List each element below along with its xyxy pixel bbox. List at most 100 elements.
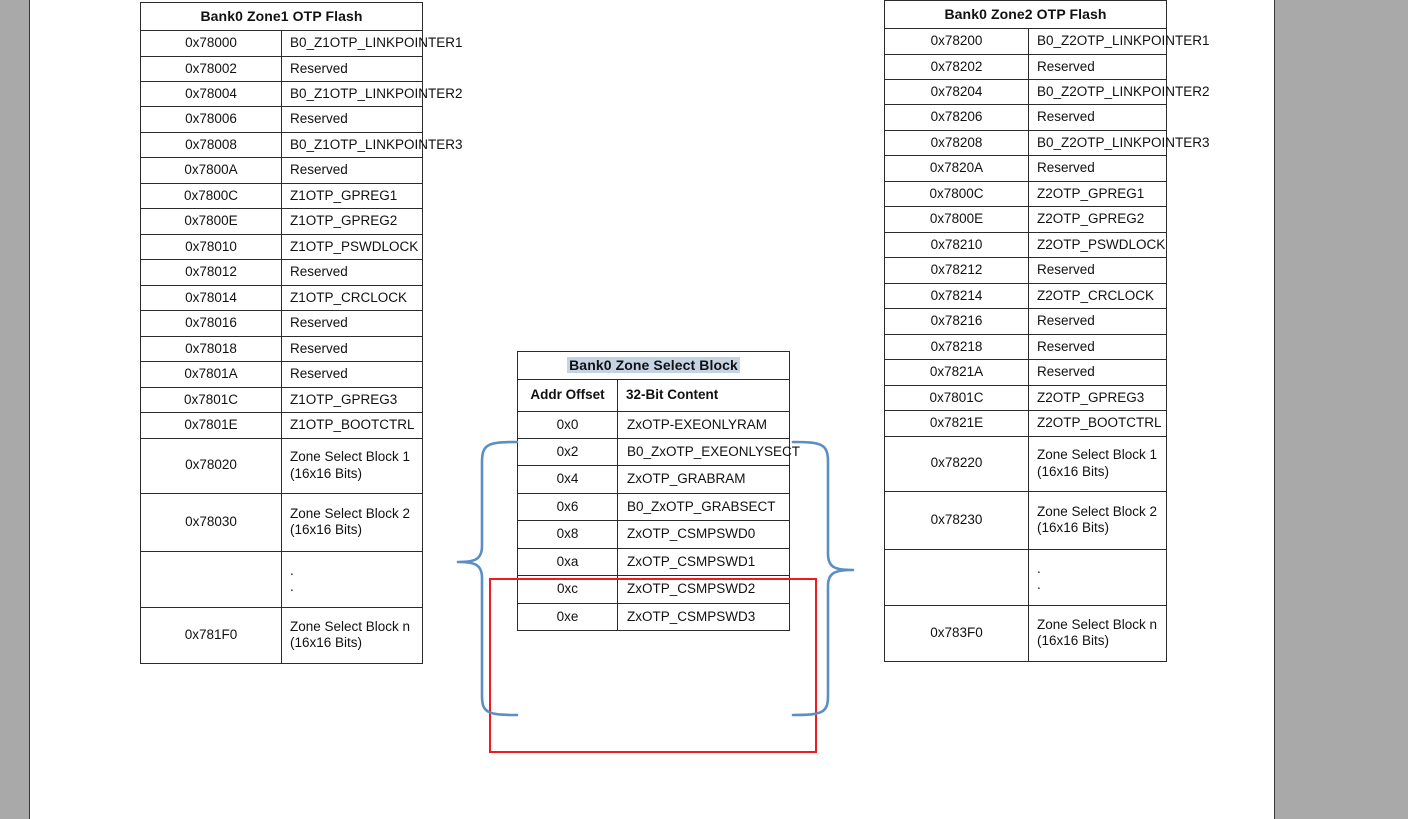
content-cell: Reserved [280, 335, 424, 363]
address-cell: 0x78018 [140, 335, 282, 363]
content-cell: Reserved [280, 157, 424, 184]
content-cell: Reserved [280, 361, 424, 388]
right-curly-brace-connector [791, 440, 855, 717]
center-table-title: Bank0 Zone Select Block [517, 350, 790, 381]
content-cell: B0_Z1OTP_LINKPOINTER2 [280, 81, 463, 108]
address-cell: 0x78204 [884, 79, 1029, 106]
address-cell: 0x78006 [140, 106, 282, 133]
bank0-zone-select-block-table: Bank0 Zone Select Block Addr Offset 32-B… [517, 350, 800, 632]
content-cell: Z1OTP_GPREG2 [280, 208, 424, 235]
address-cell: 0x78000 [140, 30, 282, 57]
table-row: 0x78216 Reserved [884, 308, 1168, 335]
table-row: 0x7800E Z2OTP_GPREG2 [884, 206, 1168, 233]
address-cell: 0x7800E [884, 206, 1029, 233]
address-cell: 0x78214 [884, 282, 1029, 310]
table-title-row: Bank0 Zone Select Block [517, 350, 790, 381]
content-cell: Reserved [1027, 333, 1168, 361]
left-curly-brace-connector [456, 440, 519, 717]
content-cell: Z2OTP_GPREG1 [1027, 180, 1168, 208]
table-row: 0xa ZxOTP_CSMPSWD1 [517, 547, 790, 577]
table-row: 0xc ZxOTP_CSMPSWD2 [517, 575, 790, 604]
table-row: 0x78230 Zone Select Block 2 (16x16 Bits) [884, 490, 1168, 550]
table-row: 0x78220 Zone Select Block 1 (16x16 Bits) [884, 435, 1168, 492]
content-cell: Z2OTP_GPREG2 [1027, 206, 1168, 233]
address-cell: 0x7800C [884, 180, 1029, 208]
content-cell: Reserved [1027, 257, 1168, 284]
address-cell: 0x7800C [140, 182, 282, 210]
table-row: 0x78212 Reserved [884, 257, 1168, 284]
address-cell: 0x78202 [884, 53, 1029, 81]
address-cell: 0x78208 [884, 129, 1029, 157]
table-row: 0x78202 Reserved [884, 53, 1168, 81]
table-row: 0x78012 Reserved [140, 259, 424, 286]
offset-cell: 0xe [517, 602, 618, 632]
content-cell: Zone Select Block 1 (16x16 Bits) [280, 437, 424, 494]
address-cell: 0x78210 [884, 231, 1029, 259]
table-row: 0x78006 Reserved [140, 106, 424, 133]
content-cell: B0_Z2OTP_LINKPOINTER1 [1027, 28, 1210, 55]
table-title-row: Bank0 Zone2 OTP Flash [883, 0, 1168, 30]
table-row: 0xe ZxOTP_CSMPSWD3 [517, 602, 790, 632]
table-row: 0x78210 Z2OTP_PSWDLOCK [884, 231, 1168, 259]
content-cell: Zone Select Block n (16x16 Bits) [280, 606, 424, 664]
content-cell: ZxOTP_CSMPSWD3 [617, 602, 790, 632]
table-row: 0x7821E Z2OTP_BOOTCTRL [884, 410, 1168, 437]
address-cell: 0x781F0 [140, 606, 282, 664]
address-cell: 0x78010 [140, 233, 282, 261]
offset-cell: 0x2 [517, 438, 618, 467]
table-row: 0x78204 B0_Z2OTP_LINKPOINTER2 [884, 79, 1210, 106]
address-cell: 0x78030 [140, 492, 282, 552]
content-cell: Z1OTP_GPREG3 [280, 386, 424, 414]
address-cell: 0x78012 [140, 259, 282, 286]
content-cell: ZxOTP_GRABRAM [617, 465, 790, 494]
content-cell: B0_Z1OTP_LINKPOINTER3 [280, 131, 463, 159]
content-cell: Z1OTP_PSWDLOCK [280, 233, 424, 261]
address-cell: 0x78220 [884, 435, 1029, 492]
address-cell: 0x783F0 [884, 604, 1029, 662]
content-cell: Z2OTP_GPREG3 [1027, 384, 1168, 412]
address-cell: 0x78200 [884, 28, 1029, 55]
content-cell: Z2OTP_BOOTCTRL [1027, 410, 1168, 437]
table-row: 0x781F0 Zone Select Block n (16x16 Bits) [140, 606, 424, 664]
table-row: 0x4 ZxOTP_GRABRAM [517, 465, 790, 494]
offset-cell: 0x4 [517, 465, 618, 494]
content-cell: Reserved [1027, 155, 1168, 182]
table-row: 0x7801C Z1OTP_GPREG3 [140, 386, 424, 414]
content-cell: Z1OTP_CRCLOCK [280, 284, 424, 312]
table-row: 0x78004 B0_Z1OTP_LINKPOINTER2 [140, 81, 463, 108]
bank0-zone2-otp-flash-table: Bank0 Zone2 OTP Flash 0x78200 B0_Z2OTP_L… [883, 0, 1210, 662]
table-row: 0x78002 Reserved [140, 55, 424, 83]
table-row: .. [884, 548, 1168, 606]
table-row: 0x7800C Z1OTP_GPREG1 [140, 182, 424, 210]
content-cell: Reserved [280, 106, 424, 133]
address-cell: 0x78230 [884, 490, 1029, 550]
table-row: 0x7801E Z1OTP_BOOTCTRL [140, 412, 424, 439]
table-row: 0x78016 Reserved [140, 310, 424, 337]
table-row: 0x78014 Z1OTP_CRCLOCK [140, 284, 424, 312]
content-cell: Reserved [1027, 53, 1168, 81]
address-cell [884, 548, 1029, 606]
table-row: .. [140, 550, 424, 608]
content-cell: Zone Select Block n (16x16 Bits) [1027, 604, 1168, 662]
table-row: 0x78020 Zone Select Block 1 (16x16 Bits) [140, 437, 424, 494]
document-page: Bank0 Zone1 OTP Flash 0x78000 B0_Z1OTP_L… [29, 0, 1275, 819]
address-cell [140, 550, 282, 608]
offset-cell: 0xa [517, 547, 618, 577]
content-cell: Zone Select Block 2 (16x16 Bits) [280, 492, 424, 552]
address-cell: 0x78218 [884, 333, 1029, 361]
center-table-title-text: Bank0 Zone Select Block [567, 357, 740, 373]
table-row: 0x8 ZxOTP_CSMPSWD0 [517, 520, 790, 549]
table-row: 0x7800E Z1OTP_GPREG2 [140, 208, 424, 235]
content-cell: Reserved [280, 310, 424, 337]
offset-cell: 0x6 [517, 492, 618, 522]
table-row: 0x7801C Z2OTP_GPREG3 [884, 384, 1168, 412]
table-row: 0x78208 B0_Z2OTP_LINKPOINTER3 [884, 129, 1210, 157]
right-table-title: Bank0 Zone2 OTP Flash [883, 0, 1168, 30]
ellipsis-dot: . [290, 579, 294, 595]
table-row: 0x78008 B0_Z1OTP_LINKPOINTER3 [140, 131, 463, 159]
content-cell: B0_Z2OTP_LINKPOINTER2 [1027, 79, 1210, 106]
table-row: 0x78200 B0_Z2OTP_LINKPOINTER1 [884, 28, 1210, 55]
content-cell: ZxOTP_CSMPSWD0 [617, 520, 790, 549]
address-cell: 0x7801C [884, 384, 1029, 412]
address-cell: 0x7801A [140, 361, 282, 388]
